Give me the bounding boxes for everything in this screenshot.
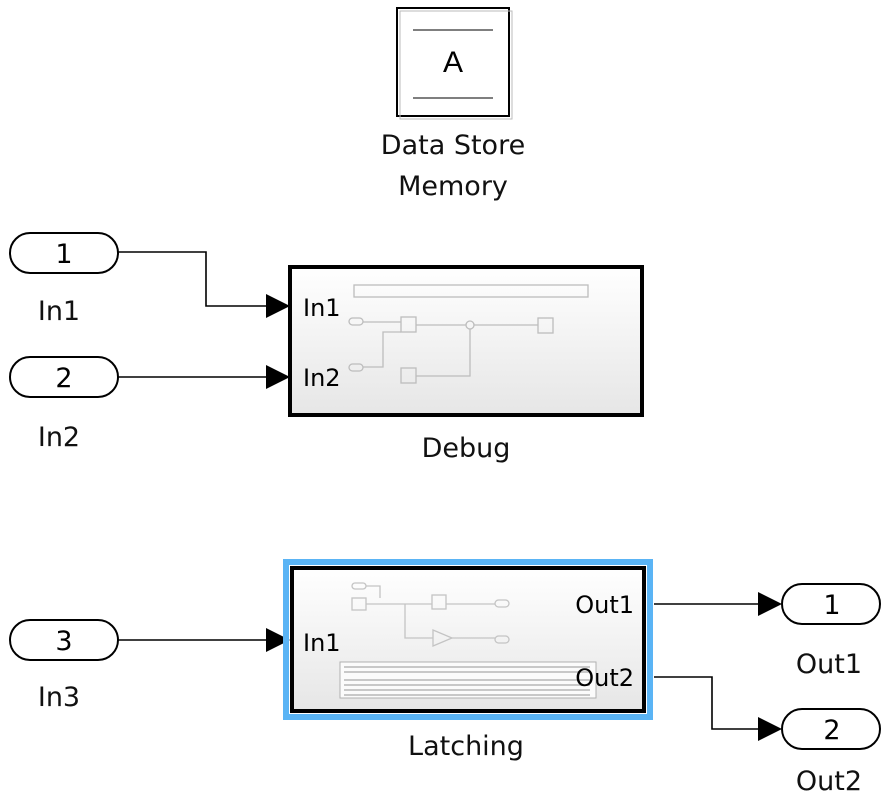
arrowhead-debug-in2 [266,365,290,389]
latching-port-in1: In1 [303,629,341,657]
inport-1-number: 1 [55,239,72,270]
debug-port-in1: In1 [303,294,341,322]
data-store-memory-block[interactable]: A [396,7,513,120]
signal-line-out2 [654,676,758,730]
latching-annotation-note [339,661,597,699]
outport-2-number: 2 [823,715,840,746]
outport-1-label: Out1 [795,649,863,680]
inport-2[interactable]: 2 [9,356,119,398]
latching-subsystem-block[interactable]: In1 Out1 Out2 [283,559,653,720]
debug-subsystem-block[interactable]: In1 In2 [288,265,644,417]
inport-3-label: In3 [37,682,81,713]
inport-3-number: 3 [55,626,72,657]
outport-1-number: 1 [823,590,840,621]
arrowhead-latching-in1 [266,628,290,652]
selection-highlight [283,559,653,720]
outport-2[interactable]: 2 [781,708,881,750]
debug-preview-diagram [348,284,589,384]
inport-3[interactable]: 3 [9,619,119,661]
debug-block-label: Debug [421,433,511,464]
data-store-symbol: A [443,46,463,79]
debug-port-in2: In2 [303,364,341,392]
arrowheads [266,294,782,741]
latching-port-out1: Out1 [575,591,634,619]
inport-1-label: In1 [37,296,81,327]
inport-2-label: In2 [37,422,81,453]
arrowhead-out2 [758,717,782,741]
latching-port-out2: Out2 [575,664,634,692]
signal-line-in1 [118,251,266,307]
inport-2-number: 2 [55,363,72,394]
data-store-memory-label-line1: Data Store [380,130,526,161]
latching-block-label: Latching [408,731,524,762]
arrowhead-debug-in1 [266,294,290,318]
outport-2-label: Out2 [795,766,863,797]
arrowhead-out1 [758,592,782,616]
inport-1[interactable]: 1 [9,232,119,274]
outport-1[interactable]: 1 [781,583,881,625]
data-store-memory-label-line2: Memory [398,171,508,202]
signal-lines [118,251,758,730]
latching-preview-diagram [351,582,510,647]
